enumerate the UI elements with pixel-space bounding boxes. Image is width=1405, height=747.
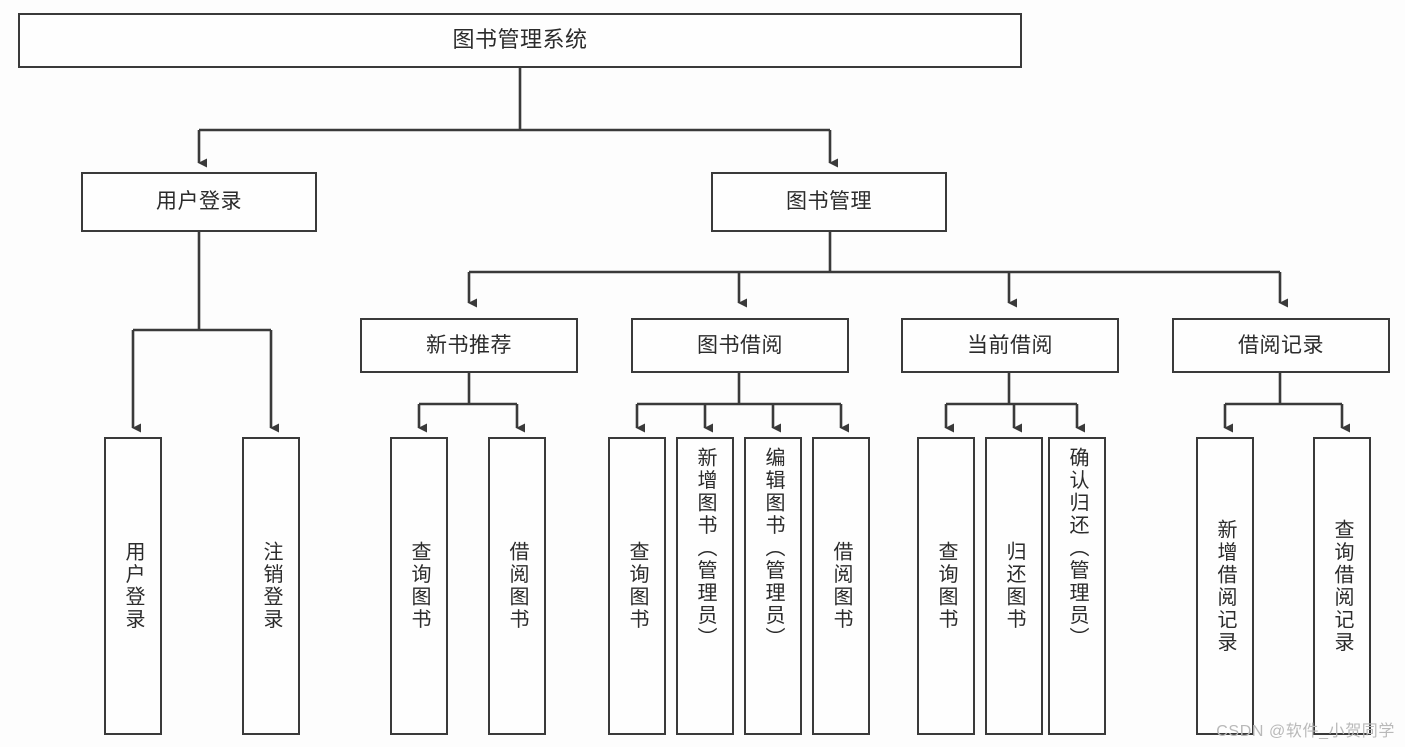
node-label: 借阅图书 [830,541,852,631]
leaf-current-query-book[interactable]: 查询图书 [917,437,975,735]
node-label: 图书管理 [786,190,872,214]
node-borrow-record[interactable]: 借阅记录 [1172,318,1390,373]
node-book-management[interactable]: 图书管理 [711,172,947,232]
node-label: 新增借阅记录 [1214,518,1236,654]
leaf-add-book-admin[interactable]: 新增图书（管理员） [676,437,734,735]
node-label: 新增图书（管理员） [694,447,716,650]
node-current-borrow[interactable]: 当前借阅 [901,318,1119,373]
leaf-logout[interactable]: 注销登录 [242,437,300,735]
leaf-edit-book-admin[interactable]: 编辑图书（管理员） [744,437,802,735]
leaf-query-borrow-record[interactable]: 查询借阅记录 [1313,437,1371,735]
node-label: 当前借阅 [967,333,1053,357]
node-label: 查询图书 [935,541,957,631]
leaf-borrow-book[interactable]: 借阅图书 [812,437,870,735]
node-new-book-recommend[interactable]: 新书推荐 [360,318,578,373]
node-label: 查询借阅记录 [1331,518,1353,654]
leaf-add-borrow-record[interactable]: 新增借阅记录 [1196,437,1254,735]
node-label: 借阅记录 [1238,333,1324,357]
leaf-user-login[interactable]: 用户登录 [104,437,162,735]
node-label: 查询图书 [408,541,430,631]
node-label: 注销登录 [260,541,282,631]
node-label: 图书借阅 [697,333,783,357]
leaf-confirm-return-admin[interactable]: 确认归还（管理员） [1048,437,1106,735]
node-label: 图书管理系统 [452,27,588,53]
leaf-return-book[interactable]: 归还图书 [985,437,1043,735]
node-label: 用户登录 [122,541,144,631]
node-root-system[interactable]: 图书管理系统 [18,13,1022,68]
node-label: 归还图书 [1003,541,1025,631]
node-label: 新书推荐 [426,333,512,357]
leaf-new-book-query[interactable]: 查询图书 [390,437,448,735]
leaf-borrow-query-book[interactable]: 查询图书 [608,437,666,735]
node-label: 确认归还（管理员） [1066,447,1088,650]
node-label: 查询图书 [626,541,648,631]
node-user-login[interactable]: 用户登录 [81,172,317,232]
node-label: 编辑图书（管理员） [762,447,784,650]
node-label: 借阅图书 [506,541,528,631]
leaf-new-book-borrow[interactable]: 借阅图书 [488,437,546,735]
node-label: 用户登录 [156,190,242,214]
node-book-borrow[interactable]: 图书借阅 [631,318,849,373]
